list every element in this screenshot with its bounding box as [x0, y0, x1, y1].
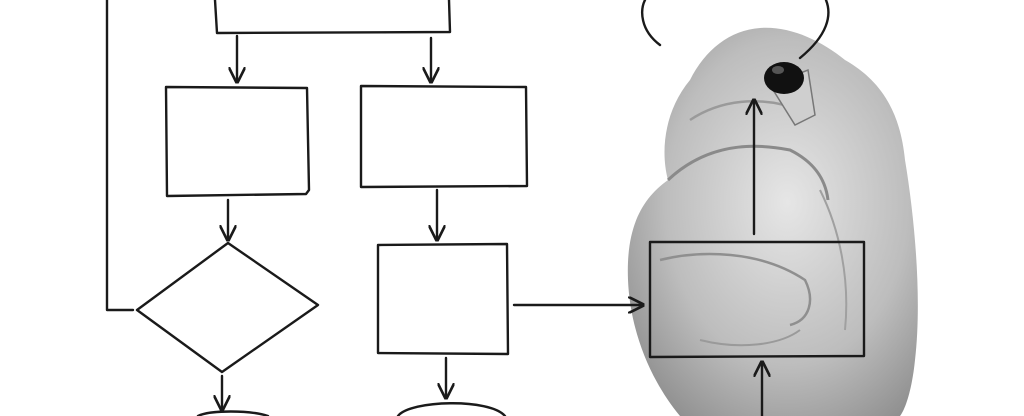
terminator-ellipse — [196, 410, 270, 416]
decision-diamond — [135, 241, 320, 374]
process-box — [376, 242, 510, 356]
loop-line — [105, 0, 135, 312]
process-box — [359, 84, 529, 189]
process-box — [164, 85, 311, 198]
hand — [627, 27, 918, 416]
flowchart-drawing — [105, 0, 866, 416]
top-box — [213, 0, 452, 35]
terminator-ellipse — [396, 402, 507, 416]
marker-pen — [764, 62, 816, 126]
terminator-ellipse — [641, 0, 830, 60]
process-box — [648, 240, 866, 359]
